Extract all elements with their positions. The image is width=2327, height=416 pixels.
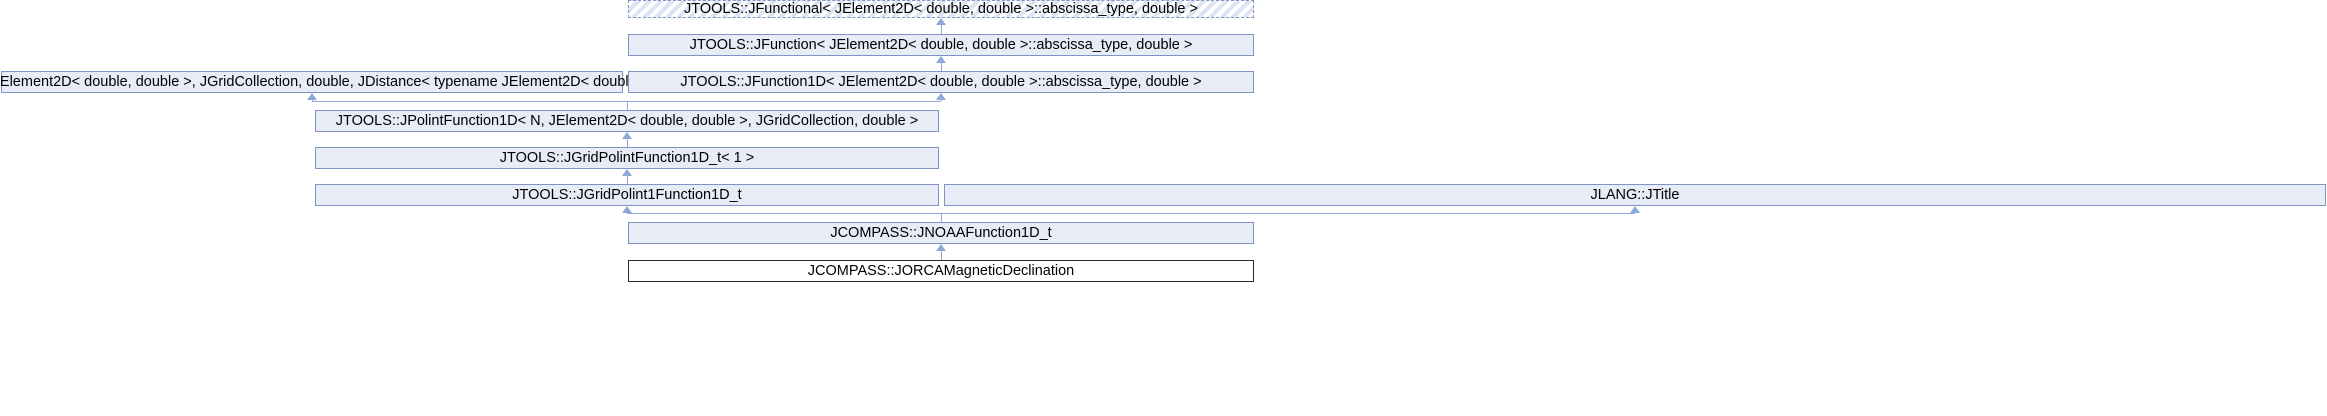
edge-arrowhead <box>307 93 317 100</box>
class-node-label: JTOOLS::JFunction< JElement2D< double, d… <box>689 36 1193 53</box>
class-node-label: JTOOLS::JFunction1D< JElement2D< double,… <box>680 73 1202 90</box>
edge-arrowhead <box>936 56 946 63</box>
class-node-jgridpolint1function1d[interactable]: JTOOLS::JGridPolint1Function1D_t <box>315 184 939 206</box>
class-node-label: JTOOLS::JPolintFunction1D< N, JElement2D… <box>335 112 919 129</box>
edge-line <box>627 101 941 102</box>
class-node-jfunction1d[interactable]: JTOOLS::JFunction1D< JElement2D< double,… <box>628 71 1254 93</box>
edge-arrowhead <box>622 169 632 176</box>
edge-arrowhead <box>936 244 946 251</box>
class-node-jfunctional[interactable]: JTOOLS::JFunctional< JElement2D< double,… <box>628 0 1254 18</box>
edge-line <box>941 100 942 101</box>
class-node-label: JTOOLS::JPolintFunction< N, JElement2D< … <box>0 73 826 90</box>
class-node-label: JTOOLS::JGridPolint1Function1D_t <box>512 186 742 203</box>
edge-line <box>941 213 942 222</box>
edge-arrowhead <box>622 132 632 139</box>
class-node-label: JLANG::JTitle <box>1590 186 1680 203</box>
class-node-label: JCOMPASS::JNOAAFunction1D_t <box>830 224 1052 241</box>
edge-arrowhead <box>936 93 946 100</box>
class-node-jnoaafunction1d[interactable]: JCOMPASS::JNOAAFunction1D_t <box>628 222 1254 244</box>
class-node-label: JTOOLS::JFunctional< JElement2D< double,… <box>684 0 1198 17</box>
class-node-jtitle[interactable]: JLANG::JTitle <box>944 184 2326 206</box>
edge-arrowhead <box>622 206 632 213</box>
class-node-jorcamagneticdeclination[interactable]: JCOMPASS::JORCAMagneticDeclination <box>628 260 1254 282</box>
class-node-jfunction[interactable]: JTOOLS::JFunction< JElement2D< double, d… <box>628 34 1254 56</box>
edge-line <box>312 100 313 101</box>
class-node-label: JCOMPASS::JORCAMagneticDeclination <box>807 262 1075 279</box>
edge-line <box>941 213 1635 214</box>
class-node-jgridpolintfunction1d[interactable]: JTOOLS::JGridPolintFunction1D_t< 1 > <box>315 147 939 169</box>
class-node-jpolintfunction1d[interactable]: JTOOLS::JPolintFunction1D< N, JElement2D… <box>315 110 939 132</box>
edge-line <box>627 176 628 184</box>
edge-arrowhead <box>936 18 946 25</box>
edge-line <box>941 25 942 34</box>
edge-line <box>312 101 627 102</box>
edge-line <box>627 213 941 214</box>
class-node-label: JTOOLS::JGridPolintFunction1D_t< 1 > <box>499 149 755 166</box>
edge-line <box>941 63 942 71</box>
edge-arrowhead <box>1630 206 1640 213</box>
edge-line <box>941 251 942 260</box>
edge-line <box>627 139 628 147</box>
edge-line <box>627 101 628 110</box>
class-node-jpolintfunction[interactable]: JTOOLS::JPolintFunction< N, JElement2D< … <box>0 71 826 93</box>
